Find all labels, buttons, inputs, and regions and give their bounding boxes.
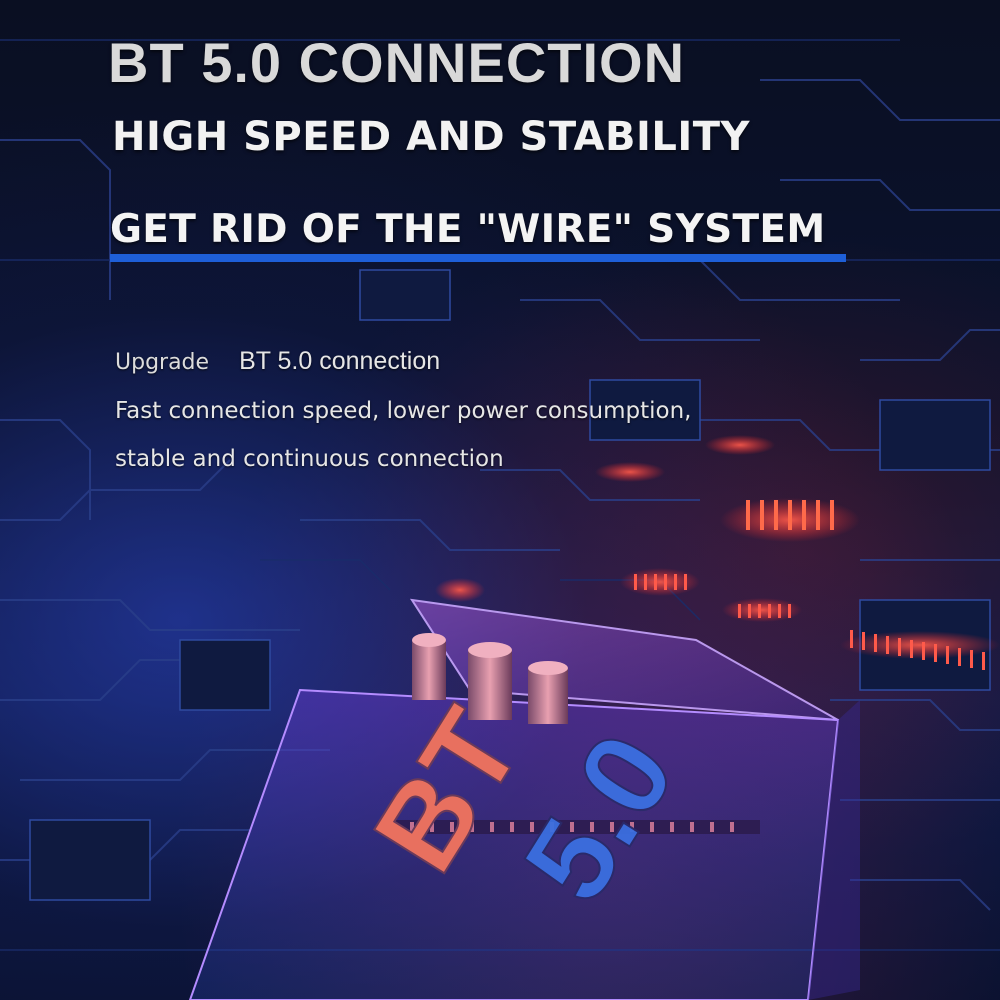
tagline: GET RID OF THE "WIRE" SYSTEM xyxy=(110,207,826,252)
upgrade-value: BT 5.0 connection xyxy=(239,347,441,375)
upgrade-label: Upgrade xyxy=(115,350,210,375)
board-chips xyxy=(29,269,991,901)
description-line-3: stable and continuous connection xyxy=(115,446,504,472)
tagline-underline xyxy=(110,254,846,262)
headline: BT 5.0 CONNECTION xyxy=(108,31,686,94)
subheadline: HIGH SPEED AND STABILITY xyxy=(112,114,750,160)
red-led-pins xyxy=(435,435,1000,670)
bt-chip-module: BT 5.0 xyxy=(188,598,860,1000)
description-line-1: Upgrade BT 5.0 connection xyxy=(115,337,691,387)
capacitors xyxy=(412,633,568,724)
tagline-block: GET RID OF THE "WIRE" SYSTEM xyxy=(110,207,848,262)
description-line-2: Fast connection speed, lower power consu… xyxy=(115,398,692,424)
description: Upgrade BT 5.0 connection Fast connection… xyxy=(115,337,691,483)
